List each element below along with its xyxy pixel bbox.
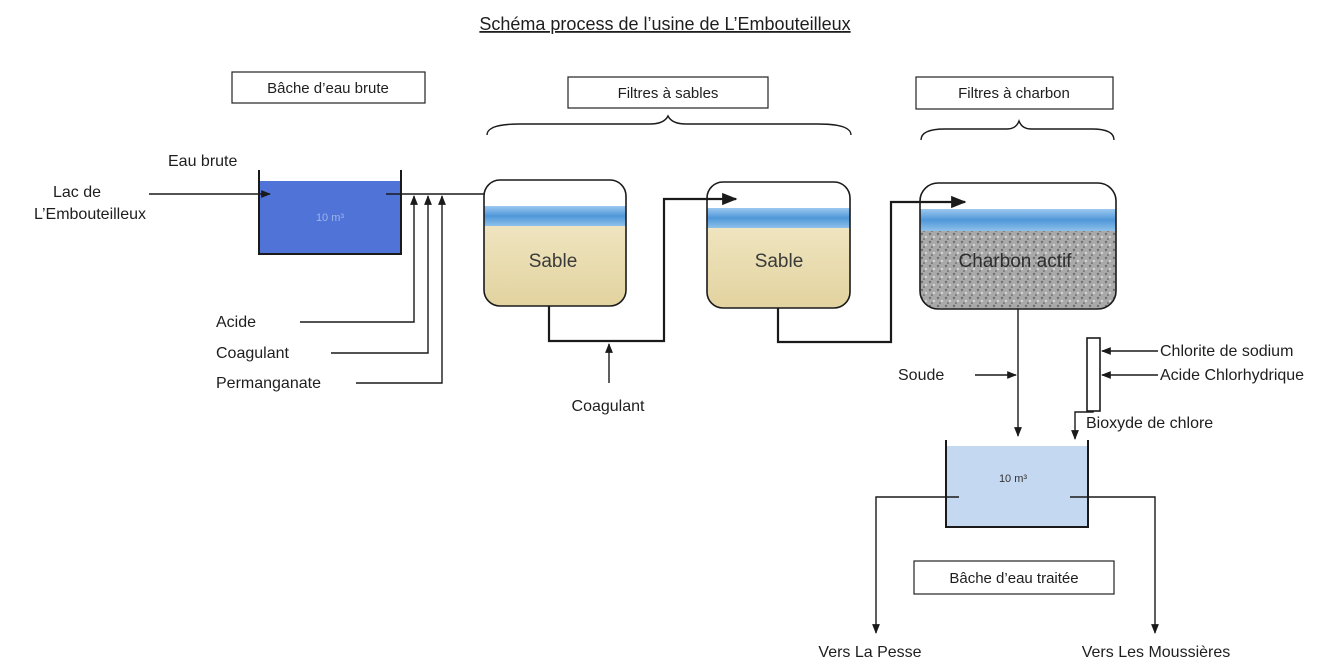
sand-filter-1 — [483, 179, 627, 307]
chlorine-dioxide-generator — [1086, 337, 1101, 412]
outlet-moussieres-pipe — [1070, 496, 1159, 634]
chlorite-label: Chlorite de sodium — [1160, 343, 1293, 360]
coagulant-label: Coagulant — [216, 345, 290, 362]
sand-filter-1-label: Sable — [529, 251, 578, 272]
carbon-filters-label: Filtres à charbon — [958, 85, 1070, 102]
treated-tank-outline — [945, 440, 1089, 528]
sand-filter-2-label: Sable — [755, 251, 804, 272]
outlet-pesse-pipe — [872, 496, 959, 634]
lake-label-line2: L’Embouteilleux — [34, 206, 146, 223]
raw-tank-fill — [259, 181, 401, 254]
carbon-filters-brace — [920, 119, 1115, 141]
carbon-filter-label: Charbon actif — [958, 251, 1072, 272]
acid-label: Acide — [216, 314, 256, 331]
sand2-to-carbon-pipe — [776, 195, 967, 344]
carbon-filter-media — [920, 183, 1116, 309]
sand-filter-1-media — [484, 180, 626, 306]
carbon-filters-label-box — [915, 76, 1114, 110]
sand-filters-label-box — [567, 76, 769, 109]
sand1-to-sand2-pipe — [547, 192, 738, 343]
permanganate-dosing-line — [356, 195, 446, 384]
sand-filters-brace — [486, 114, 852, 136]
outlet-moussieres-label: Vers Les Moussières — [1082, 644, 1231, 661]
treated-tank-label-box — [913, 560, 1115, 595]
hcl-label: Acide Chlorhydrique — [1160, 367, 1304, 384]
coagulant-dosing-line — [331, 195, 432, 354]
sand-filter-2-media — [707, 182, 850, 308]
raw-tank-volume: 10 m³ — [316, 212, 344, 224]
chlorine-dioxide-label: Bioxyde de chlore — [1086, 415, 1213, 432]
raw-tank-outline — [258, 170, 402, 255]
treated-tank-fill — [946, 446, 1088, 526]
lake-label-line1: Lac de — [53, 184, 101, 201]
raw-water-label: Eau brute — [168, 153, 237, 170]
treated-tank-label: Bâche d’eau traitée — [949, 570, 1078, 587]
soude-label: Soude — [898, 367, 944, 384]
diagram-title: Schéma process de l’usine de L’Embouteil… — [479, 14, 850, 34]
acid-dosing-line — [300, 195, 418, 323]
outlet-pesse-label: Vers La Pesse — [818, 644, 921, 661]
raw-tank-label-box — [231, 71, 426, 104]
permanganate-label: Permanganate — [216, 375, 321, 392]
treated-tank-volume: 10 m³ — [999, 473, 1027, 485]
coagulant-mid-label: Coagulant — [572, 398, 646, 415]
raw-tank-label: Bâche d’eau brute — [267, 80, 389, 97]
sand-filters-label: Filtres à sables — [618, 85, 719, 102]
chlorine-dioxide-line — [1071, 411, 1094, 440]
